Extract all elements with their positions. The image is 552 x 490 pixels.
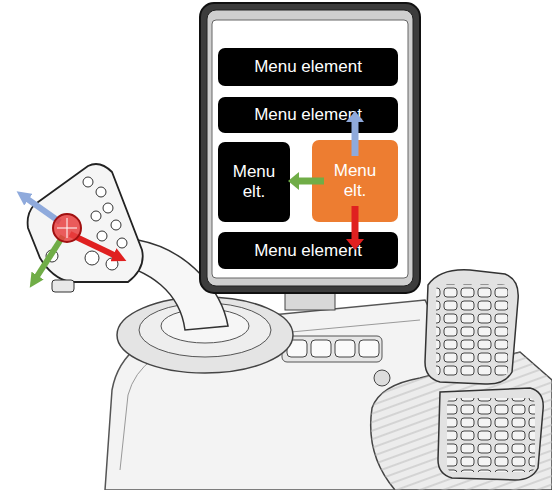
menu-label: Menu elt.	[334, 161, 377, 201]
screen-frame	[207, 10, 413, 286]
menu-arrow	[346, 206, 364, 250]
mini-joystick	[53, 214, 81, 242]
menu-element: Menu element	[218, 232, 398, 269]
direction-arrow	[36, 236, 63, 278]
head-button	[106, 258, 118, 270]
arrow-head	[346, 111, 364, 122]
head-button	[103, 203, 113, 213]
arrow-shaft	[298, 178, 324, 185]
arrow-head	[346, 239, 364, 250]
menu-element: Menu element	[218, 48, 398, 86]
rotary-knob	[374, 370, 390, 386]
upper-keys	[436, 284, 508, 376]
arrow-head	[288, 172, 299, 190]
head-button	[117, 238, 127, 248]
button-strip	[282, 336, 382, 362]
direction-arrow	[26, 198, 60, 222]
arrow-shaft	[352, 206, 359, 240]
switch-button	[359, 340, 379, 357]
selected-menu-element: Menu elt.	[312, 140, 398, 222]
screen-bezel	[200, 3, 420, 293]
screen-display	[212, 20, 408, 278]
menu-arrow	[288, 172, 324, 190]
head-button	[97, 231, 107, 241]
head-button	[96, 187, 106, 197]
arrow-shaft	[352, 121, 359, 156]
head-button	[91, 211, 101, 221]
menu-label: Menu elt.	[233, 162, 276, 202]
menu-arrow	[346, 111, 364, 156]
head-button	[83, 177, 93, 187]
menu-element: Menu element	[218, 97, 398, 133]
lower-keys	[447, 398, 535, 472]
head-trigger	[52, 280, 74, 292]
menu-label: Menu element	[254, 105, 362, 125]
menu-label: Menu element	[254, 57, 362, 77]
head-button	[111, 220, 121, 230]
lower-keypad	[438, 388, 543, 480]
menu-label: Menu element	[254, 241, 362, 261]
switch-button	[335, 340, 355, 357]
joystick-head	[28, 164, 143, 282]
upper-keypad	[425, 270, 518, 384]
crosshair	[67, 218, 68, 238]
switch-button	[311, 340, 331, 357]
head-button	[85, 251, 99, 265]
menu-element: Menu elt.	[218, 142, 290, 222]
